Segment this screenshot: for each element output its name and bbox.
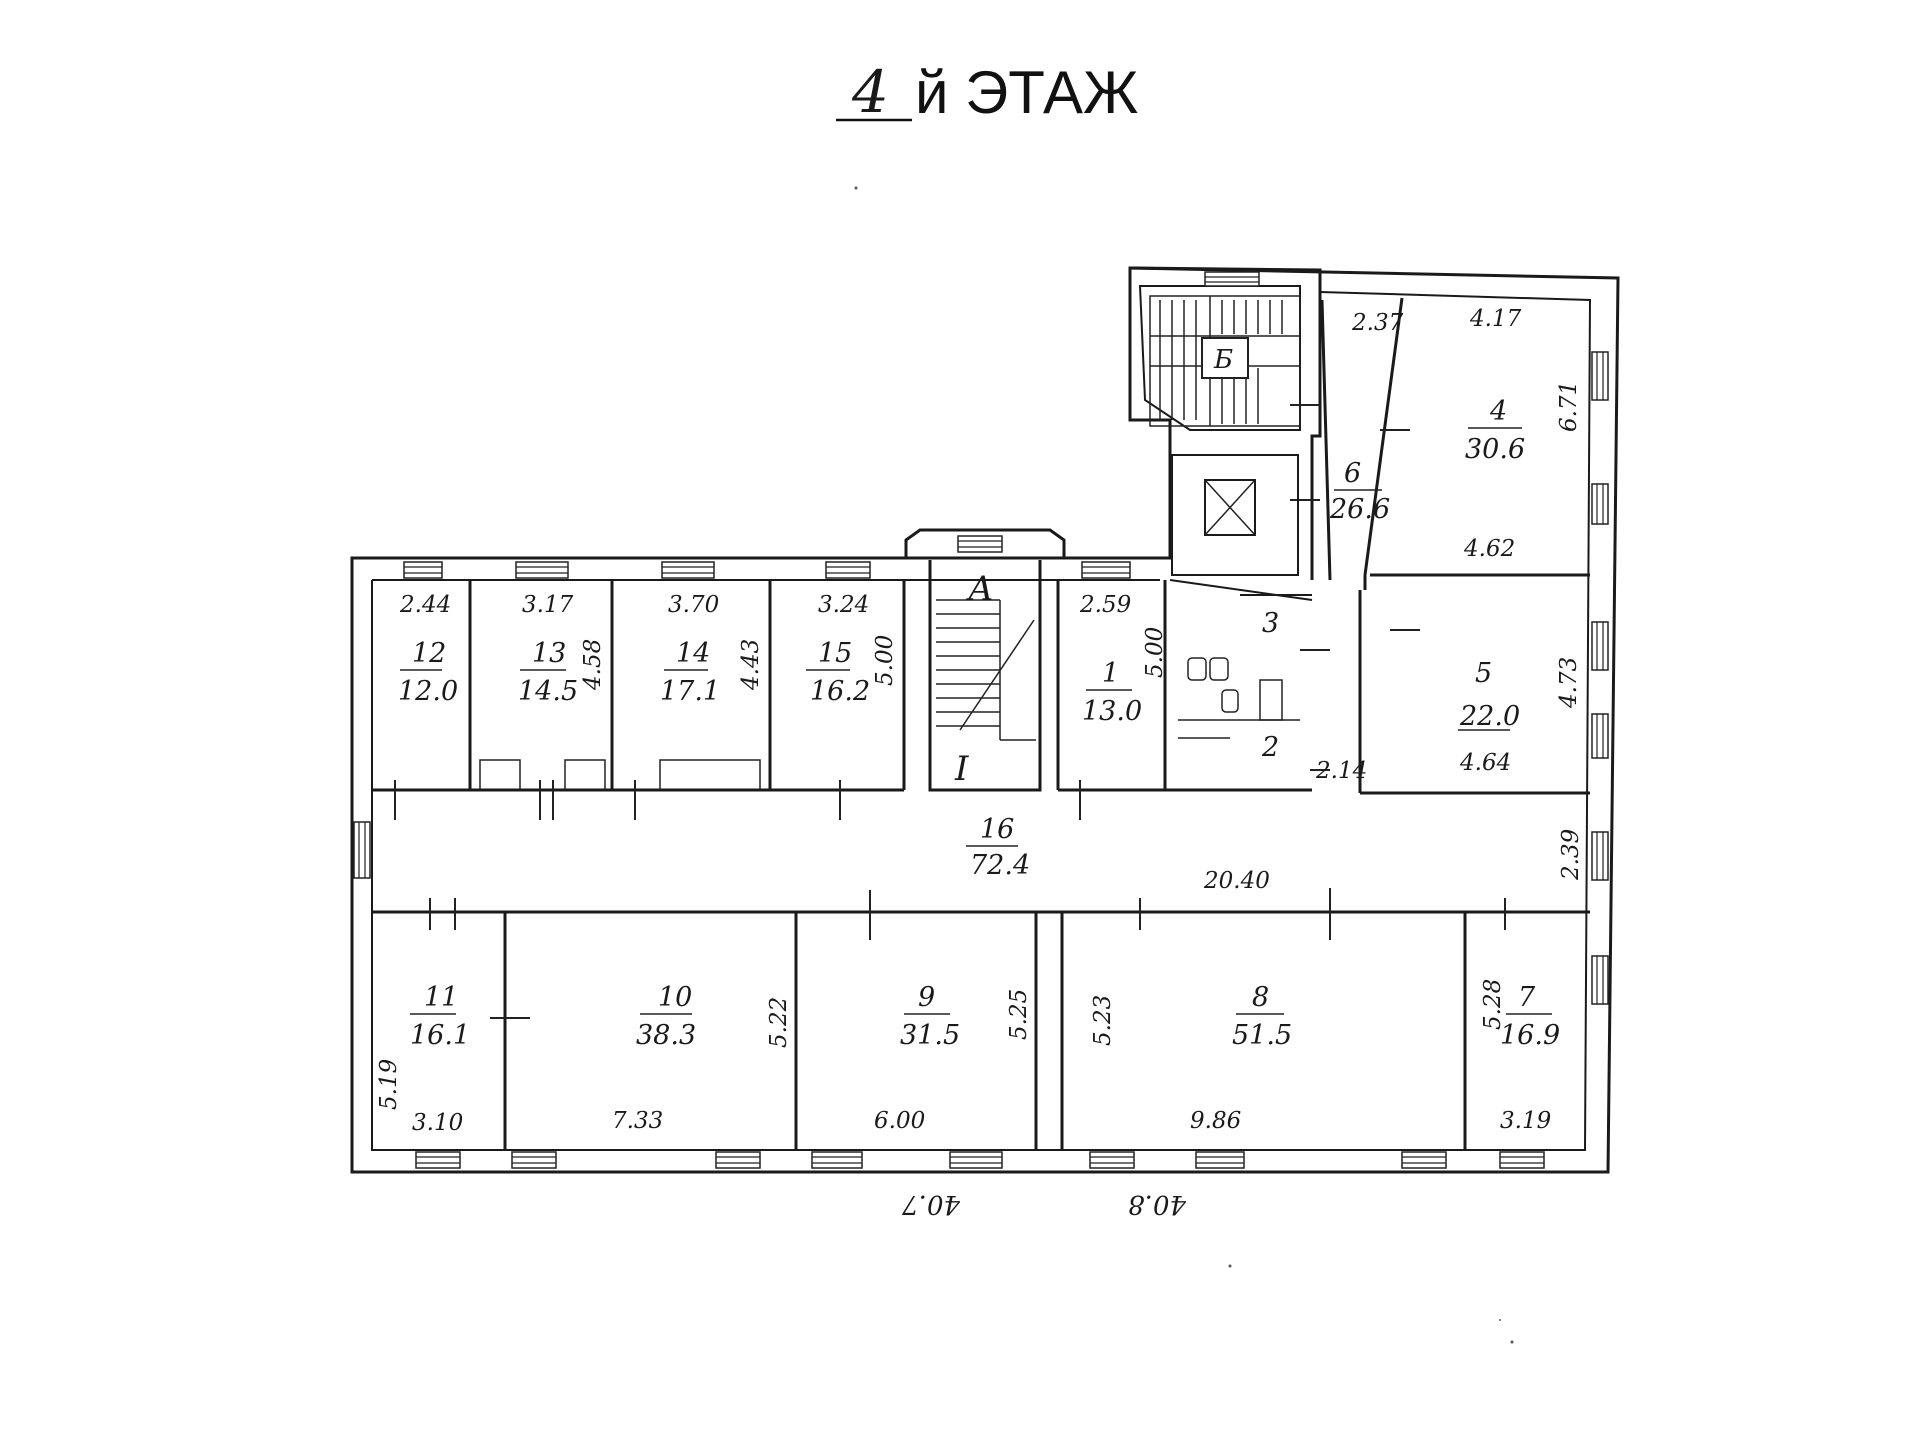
room-9-dim-length: 5.25 [1006, 989, 1032, 1040]
room-4-number: 4 [1489, 396, 1507, 427]
floor-title: й ЭТАЖ [915, 59, 1138, 126]
room-4-dim-width: 4.17 [1469, 306, 1522, 332]
room-10-area: 38.3 [636, 1020, 696, 1051]
room-12-area: 12.0 [398, 676, 458, 707]
room-14-number: 14 [676, 638, 710, 669]
door-marks [394, 404, 1506, 1019]
room-11-area: 16.1 [410, 1020, 470, 1051]
floor-number: 4 [851, 58, 889, 126]
room-15-dim-width: 3.24 [818, 592, 869, 618]
room-14-dim-width: 3.70 [668, 592, 719, 618]
room-15-dim-length: 5.00 [872, 635, 898, 686]
room-9-dim-width: 6.00 [874, 1108, 925, 1134]
room-5-dim-length: 4.73 [1556, 657, 1582, 709]
room-5-area: 22.0 [1459, 701, 1520, 732]
room-7-number: 7 [1518, 982, 1536, 1013]
room-4-dim-length: 6.71 [1556, 381, 1582, 432]
room-2-number: 2 [1261, 732, 1279, 763]
room-8-area: 51.5 [1232, 1020, 1292, 1051]
room-16-dim-width: 2.39 [1558, 829, 1584, 881]
bottom-note-left: 40.7 [902, 1189, 961, 1219]
stair-b-label: Б [1213, 345, 1233, 375]
room-14-area: 17.1 [660, 676, 720, 707]
room-16-area: 72.4 [970, 850, 1030, 881]
room-1-number: 1 [1102, 658, 1119, 689]
room-10-dim-width: 7.33 [612, 1108, 663, 1134]
room-13-dim-length: 4.58 [580, 639, 606, 691]
room-4-dim-bottom: 4.62 [1463, 536, 1515, 562]
room-10-number: 10 [658, 982, 692, 1013]
room-11-number: 11 [424, 982, 458, 1013]
room-5-number: 5 [1475, 658, 1492, 689]
room-6-area: 26.6 [1329, 494, 1390, 525]
room-15-area: 16.2 [810, 676, 870, 707]
room-6-number: 6 [1344, 458, 1361, 489]
room-1-dim-length: 5.00 [1142, 627, 1168, 678]
room-labels: 12 12.0 2.44 13 14.5 3.17 4.58 14 17.1 3… [376, 306, 1584, 1136]
stair-a-label: А [966, 569, 994, 609]
room-7-area: 16.9 [1500, 1020, 1560, 1051]
room-13-number: 13 [532, 638, 566, 669]
elevator-shaft [1171, 454, 1299, 576]
room-5-dim-width: 4.64 [1459, 750, 1511, 776]
stair-a-level: I [954, 749, 969, 789]
bottom-note-right: 40.8 [1128, 1189, 1187, 1219]
outer-walls [350, 266, 1620, 1174]
interior-walls [372, 297, 1590, 1150]
room-14-dim-length: 4.43 [738, 639, 764, 691]
room-11-dim-width: 3.10 [412, 1110, 463, 1136]
stair-b: Б [1149, 295, 1301, 427]
room-2-dim: 2.14 [1315, 758, 1367, 784]
room-7-dim-length: 5.28 [1480, 979, 1506, 1030]
room-3-number: 3 [1262, 608, 1279, 639]
room-12-number: 12 [412, 638, 446, 669]
room-11-dim-length: 5.19 [376, 1059, 402, 1110]
scan-specks [854, 186, 1514, 1344]
room-6-dim: 2.37 [1351, 310, 1404, 336]
room-16-number: 16 [980, 814, 1014, 845]
room-9-area: 31.5 [900, 1020, 960, 1051]
wc-fixtures [1178, 657, 1300, 739]
room-7-dim-width: 3.19 [1500, 1108, 1551, 1134]
room-1-dim-width: 2.59 [1079, 592, 1131, 618]
windows [353, 271, 1609, 1169]
room-10-dim-length: 5.22 [766, 997, 792, 1048]
room-12-dim-width: 2.44 [399, 592, 451, 618]
room-1-area: 13.0 [1082, 696, 1142, 727]
room-8-dim-width: 9.86 [1190, 1108, 1241, 1134]
room-8-number: 8 [1252, 982, 1269, 1013]
stair-a: А I [936, 569, 1036, 789]
room-8-dim-length: 5.23 [1090, 995, 1116, 1046]
room-13-dim-width: 3.17 [522, 592, 574, 618]
room-15-number: 15 [818, 638, 852, 669]
room-9-number: 9 [918, 982, 935, 1013]
room-13-area: 14.5 [518, 676, 578, 707]
room-16-dim-length: 20.40 [1203, 868, 1270, 894]
room-4-area: 30.6 [1465, 434, 1525, 465]
